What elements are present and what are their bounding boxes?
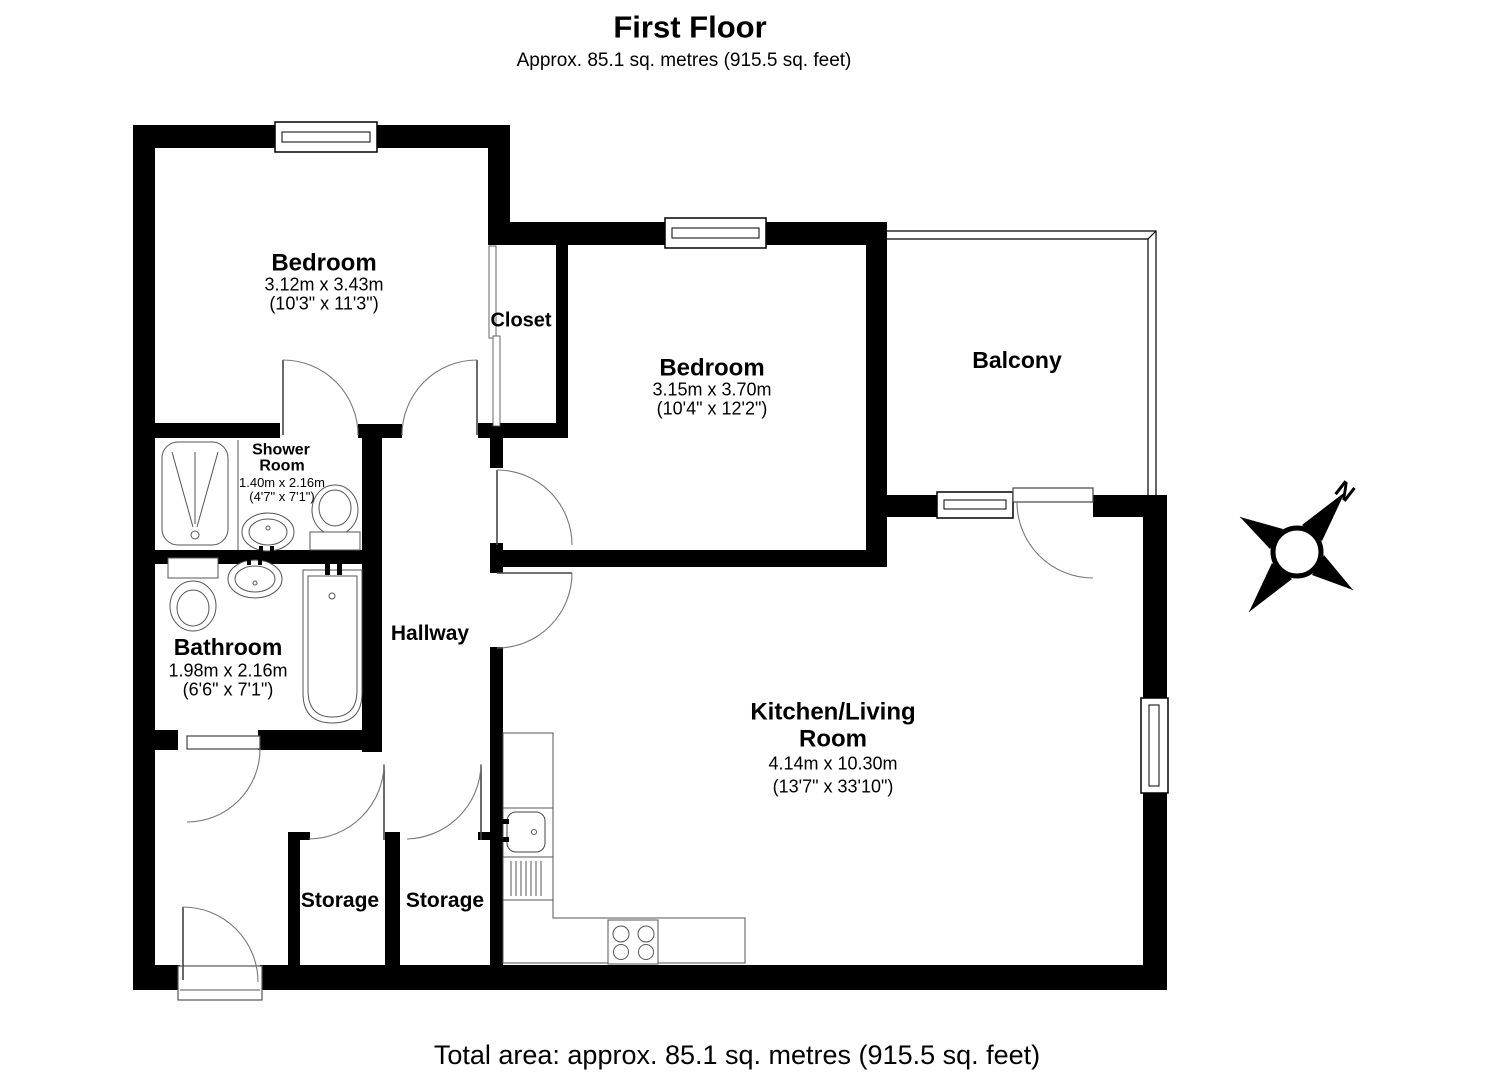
- shower-room-label-line2: Room: [259, 457, 305, 475]
- bathroom-dims-imperial: (6'6" x 7'1"): [182, 679, 274, 700]
- kitchen-counter: [502, 732, 746, 964]
- shower-enclosure: [161, 440, 239, 550]
- bedroom1-label: Bedroom: [271, 249, 377, 277]
- door-balcony: [1012, 487, 1094, 579]
- kitchen-window: [1140, 697, 1169, 794]
- shower-room-dims-metric: 1.40m x 2.16m: [239, 475, 325, 491]
- door-bathroom: [186, 735, 261, 823]
- door-storage1: [308, 763, 385, 840]
- bedroom2-dims-imperial: (10'4" x 12'2"): [656, 398, 768, 419]
- kitchen-living-label-line2: Room: [799, 725, 867, 753]
- kitchen-living-dims-imperial: (13'7" x 33'10"): [772, 776, 894, 797]
- bedroom2-window: [664, 217, 767, 249]
- door-storage2: [406, 763, 482, 840]
- closet-sliding-doors: [488, 245, 501, 427]
- bedroom2-dims-metric: 3.15m x 3.70m: [652, 379, 772, 400]
- bedroom2-label: Bedroom: [659, 354, 765, 382]
- bedroom1-dims-imperial: (10'3" x 11'3"): [269, 293, 379, 314]
- door-bedroom2: [496, 469, 573, 546]
- kitchen-hob: [607, 919, 659, 965]
- bedroom1-dims-metric: 3.12m x 3.43m: [264, 274, 384, 295]
- kitchen-living-dims-metric: 4.14m x 10.30m: [768, 753, 898, 774]
- storage2-label: Storage: [405, 888, 485, 912]
- door-entry: [182, 906, 259, 983]
- windows: [177, 121, 1169, 1001]
- hallway-label: Hallway: [390, 621, 470, 645]
- door-bedroom1: [401, 359, 478, 436]
- compass-icon: N: [1239, 476, 1360, 613]
- balcony-window: [936, 491, 1014, 519]
- closet-label: Closet: [490, 309, 552, 332]
- doors: [182, 245, 1094, 983]
- total-area-text: Total area: approx. 85.1 sq. metres (915…: [433, 1039, 1041, 1070]
- page-subtitle: Approx. 85.1 sq. metres (915.5 sq. feet): [516, 50, 852, 72]
- kitchen-sink-drainer: [510, 861, 542, 896]
- bathtub: [302, 563, 363, 724]
- storage1-label: Storage: [300, 888, 380, 912]
- door-kitchen: [496, 572, 573, 649]
- door-shower-room: [282, 359, 359, 436]
- balcony-label: Balcony: [972, 346, 1062, 373]
- fixtures: [161, 440, 746, 965]
- walls: [133, 125, 1167, 990]
- shower-room-label-line1: Shower: [252, 441, 310, 459]
- balcony-railing: [887, 230, 1157, 495]
- bedroom1-window: [274, 121, 378, 153]
- page-title: First Floor: [613, 9, 767, 45]
- kitchen-living-label-line1: Kitchen/Living: [750, 698, 916, 726]
- kitchen-sink: [500, 811, 546, 853]
- entry-threshold: [177, 965, 263, 1001]
- bathroom-sink: [227, 556, 283, 599]
- shower-room-toilet: [309, 484, 361, 551]
- bathroom-toilet: [167, 557, 219, 632]
- bathroom-label: Bathroom: [173, 633, 283, 660]
- shower-room-sink: [241, 512, 295, 555]
- shower-room-dims-imperial: (4'7" x 7'1"): [249, 489, 315, 505]
- bathroom-dims-metric: 1.98m x 2.16m: [168, 660, 288, 681]
